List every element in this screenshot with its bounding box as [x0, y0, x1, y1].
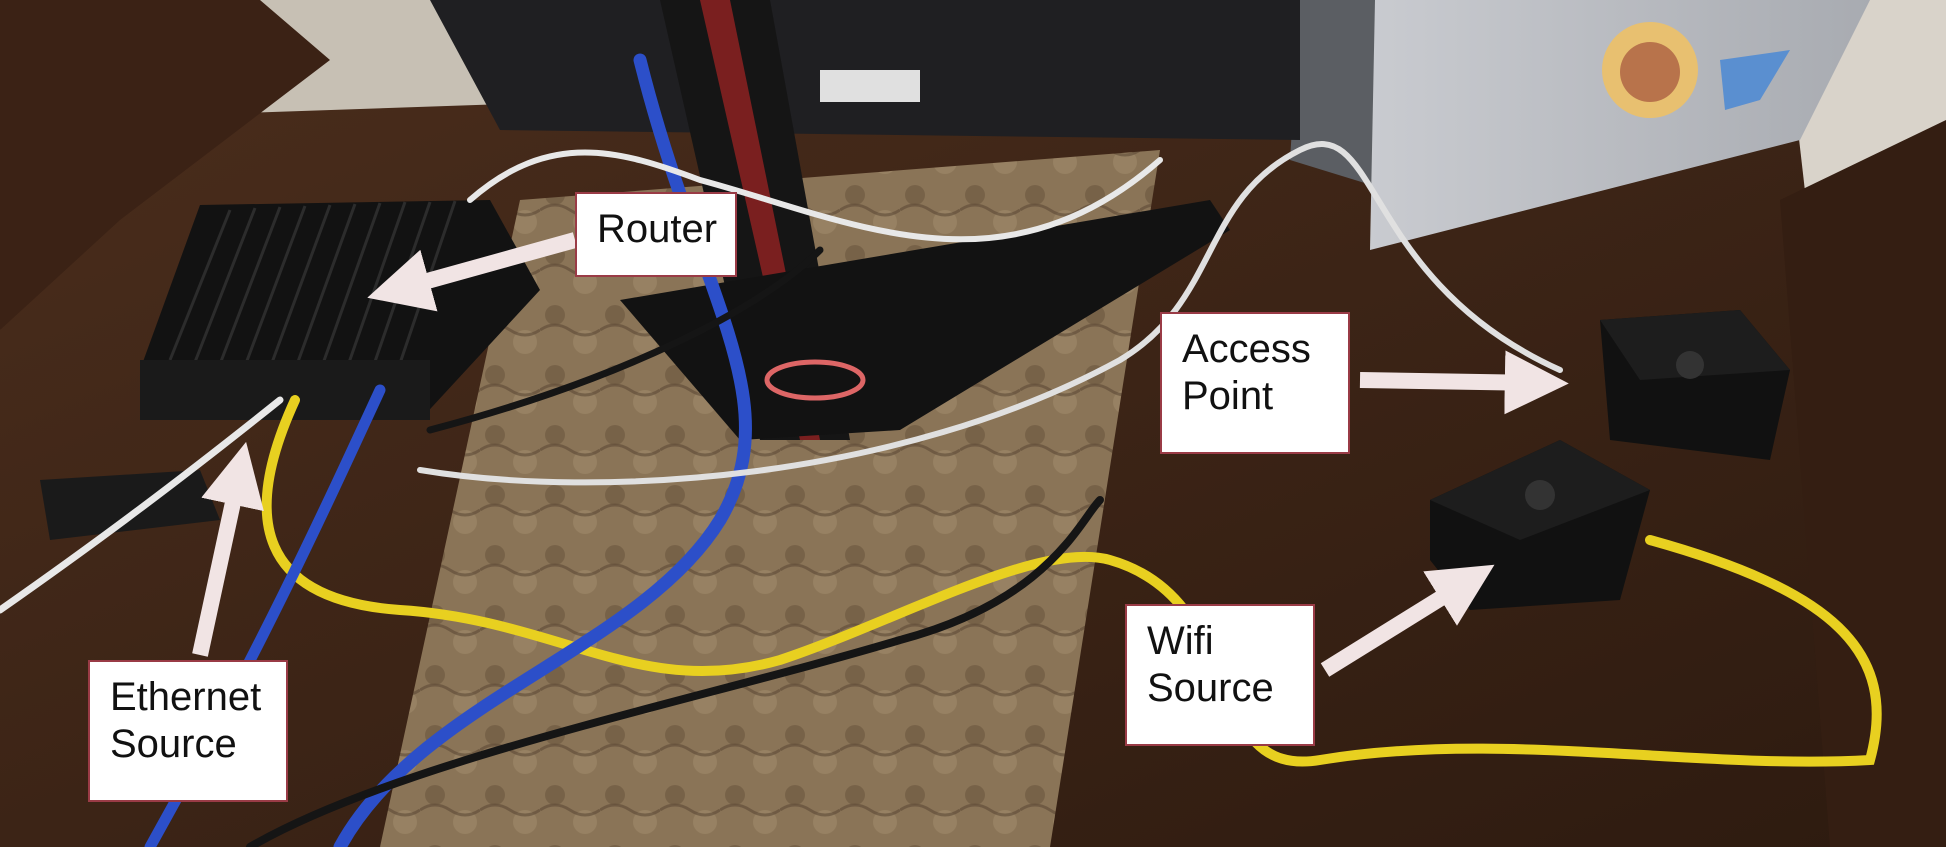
wifi-source-label-line2: Source — [1147, 666, 1274, 710]
router-label-text: Router — [597, 207, 718, 251]
ethernet-source-label: Ethernet Source — [88, 660, 288, 802]
ethernet-source-label-line1: Ethernet — [110, 675, 262, 719]
cable-white — [0, 396, 284, 614]
cable-white-3 — [467, 149, 1163, 243]
cable-white-2 — [417, 141, 1563, 486]
access-point-label: Access Point — [1160, 312, 1350, 454]
wifi-arrow — [1320, 564, 1495, 677]
access-point-label-line2: Point — [1182, 374, 1274, 418]
ethernet-arrow — [192, 441, 264, 657]
wifi-source-label-line1: Wifi — [1147, 619, 1214, 663]
chair-left — [0, 0, 330, 330]
access-point-label-line1: Access — [1182, 327, 1311, 371]
laptop — [1290, 0, 1870, 250]
access-point-device — [1600, 310, 1790, 460]
router-arrow — [367, 232, 578, 312]
wifi-source-label: Wifi Source — [1125, 604, 1315, 746]
ethernet-source-label-line2: Source — [110, 722, 237, 766]
annotation-arrows — [192, 232, 1569, 677]
cable-yellow — [261, 395, 1882, 767]
access-point-arrow — [1359, 350, 1569, 415]
monitor — [430, 0, 1300, 440]
chair-right — [1780, 120, 1946, 847]
cable-black — [246, 496, 1104, 847]
power-adapter — [40, 470, 220, 540]
cable-black-2 — [426, 246, 824, 434]
router-label: Router — [575, 192, 737, 277]
